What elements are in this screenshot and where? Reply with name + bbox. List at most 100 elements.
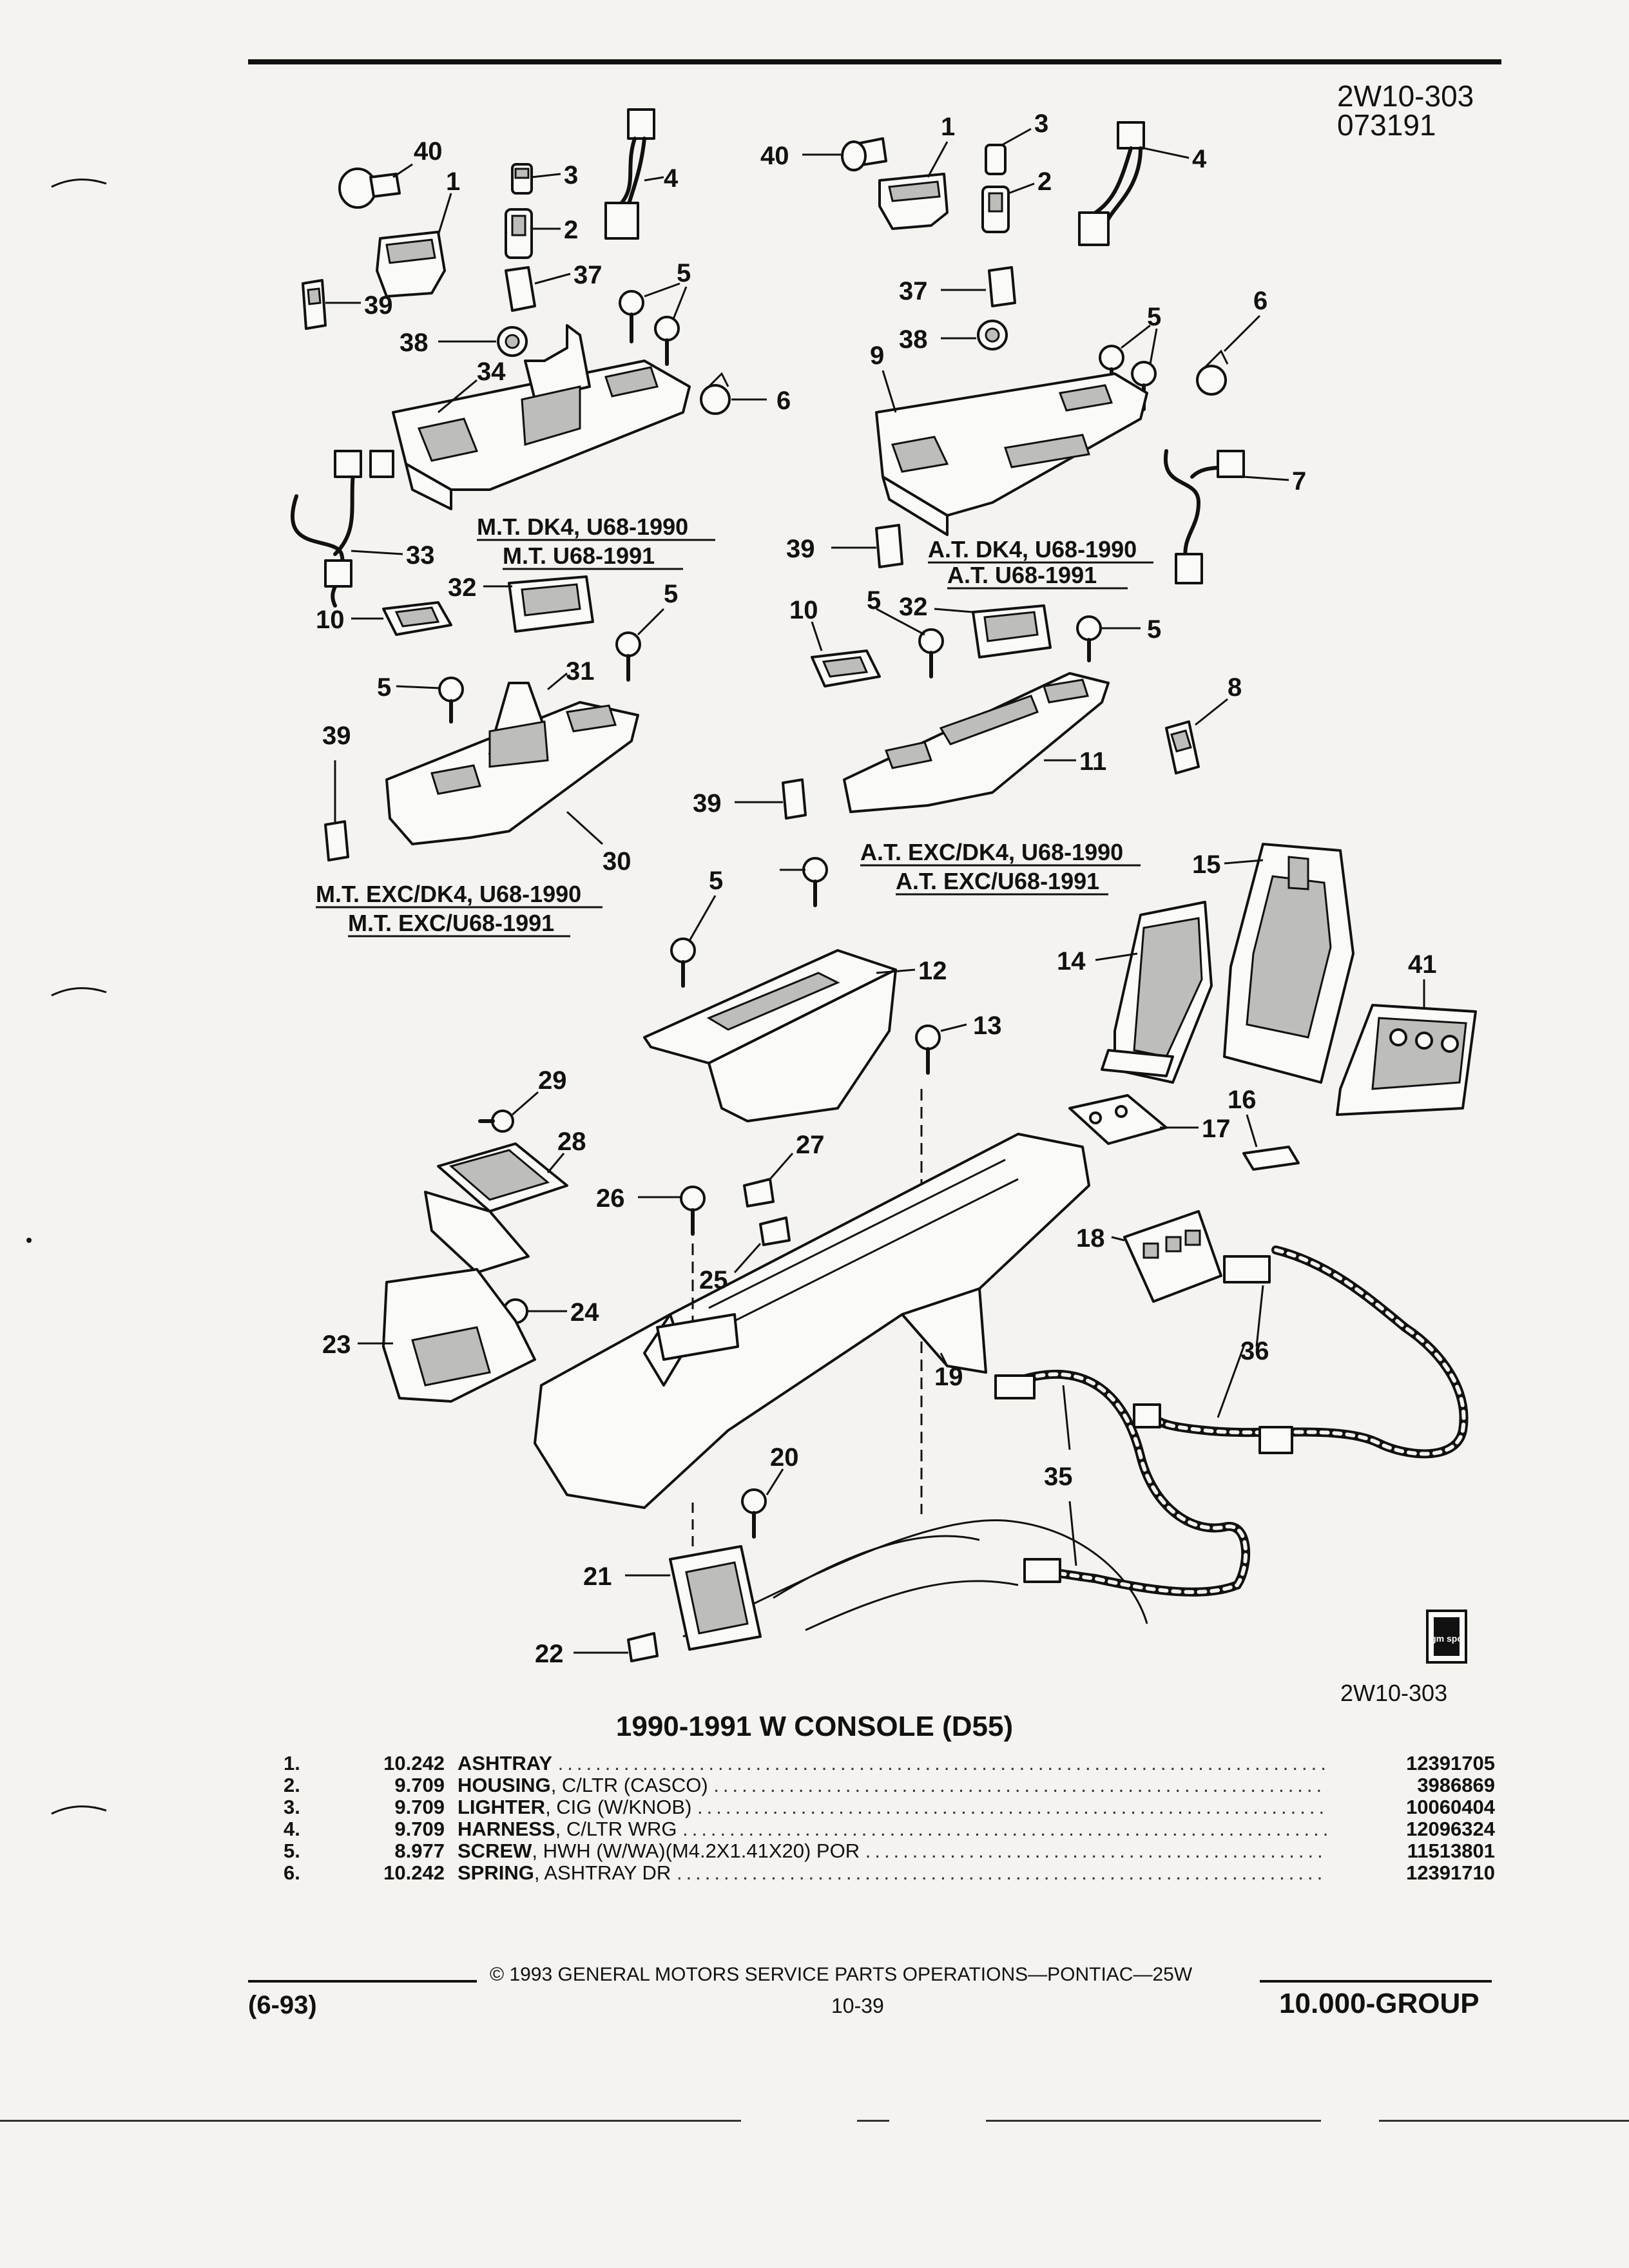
part-number-ref: 6. <box>284 1862 300 1884</box>
callout-37-left: 37 <box>574 261 602 289</box>
footer-rule-left <box>248 1980 477 1983</box>
part-12-tray <box>643 949 916 1122</box>
part-4-harness-left <box>604 108 664 240</box>
part-5-screws-lower <box>670 857 828 988</box>
part-name: LIGHTER <box>458 1796 546 1818</box>
part-description: LIGHTER, CIG (W/KNOB) ..................… <box>458 1796 1327 1818</box>
callout-16: 16 <box>1228 1086 1257 1114</box>
caption-at-exc-1990: A.T. EXC/DK4, U68-1990 <box>860 839 1123 865</box>
part-number-ref: 4. <box>284 1818 300 1840</box>
callout-1-right: 1 <box>941 113 955 141</box>
part-2-housing-right <box>981 182 1035 233</box>
callout-31: 31 <box>566 657 595 686</box>
callout-39-d: 39 <box>693 789 722 818</box>
part-detail: , CIG (W/KNOB) <box>545 1796 692 1818</box>
part-21-bracket <box>625 1501 762 1651</box>
parts-row: 1. 10.242 ASHTRAY ......................… <box>284 1753 1495 1774</box>
callout-39-b: 39 <box>786 535 815 563</box>
gm-spo-logo: gm spo <box>1426 1610 1467 1664</box>
callout-3-right: 3 <box>1034 110 1048 138</box>
part-23-bezel <box>358 1268 536 1403</box>
part-20-screw <box>741 1468 784 1539</box>
callout-38-right: 38 <box>899 325 928 354</box>
part-22-clip <box>574 1632 659 1662</box>
callout-24: 24 <box>570 1298 599 1327</box>
caption-mt-exc-1991: M.T. EXC/U68-1991 <box>348 910 554 936</box>
part-number-ref: 1. <box>284 1753 300 1774</box>
part-10-bezel-right <box>811 621 881 687</box>
callout-5-a: 5 <box>677 259 691 287</box>
part-detail: , ASHTRAY DR <box>534 1862 671 1884</box>
part-number-ref: 3. <box>284 1796 300 1818</box>
bottom-scan-line <box>857 2120 889 2122</box>
callout-2-left: 2 <box>564 216 578 244</box>
part-5-screws-right <box>1099 324 1158 411</box>
part-10-bezel-left <box>351 601 452 636</box>
exploded-parts-diagram: 40 1 3 2 4 39 37 <box>290 108 1477 1706</box>
callout-40-left: 40 <box>414 137 443 166</box>
part-group: 9.709 <box>394 1796 445 1818</box>
part-detail: , C/LTR (CASCO) <box>550 1774 708 1796</box>
part-9-console-at <box>875 370 1148 536</box>
part-2-housing-left <box>505 208 561 259</box>
footer-rule-right <box>1260 1980 1492 1983</box>
parts-row: 5. 8.977 SCREW, HWH (W/WA)(M4.2X1.41X20)… <box>284 1840 1495 1862</box>
part-group: 10.242 <box>383 1862 445 1884</box>
part-5-screw-e <box>876 608 944 678</box>
part-name: HARNESS <box>458 1818 555 1840</box>
callout-22: 22 <box>535 1640 564 1668</box>
part-no: 12096324 <box>1406 1818 1495 1840</box>
part-6-spring-right <box>1196 314 1261 396</box>
callout-7: 7 <box>1292 467 1306 495</box>
part-14-bin <box>1095 901 1213 1084</box>
callout-19: 19 <box>934 1363 963 1391</box>
callout-10-right: 10 <box>789 596 818 624</box>
part-5-screws-left <box>619 282 688 366</box>
part-5-screw-b <box>615 608 665 682</box>
margin-marks <box>26 178 107 1815</box>
part-17-hinge <box>1068 1094 1199 1145</box>
part-34-console-mt <box>392 324 691 510</box>
part-detail: , HWH (W/WA)(M4.2X1.41X20) POR <box>532 1840 860 1862</box>
leader-dots: ........................................… <box>682 1818 1327 1840</box>
callout-33: 33 <box>406 541 435 570</box>
callout-8: 8 <box>1228 673 1242 702</box>
part-27-clip <box>743 1153 794 1207</box>
caption-mt-exc-1990: M.T. EXC/DK4, U68-1990 <box>316 881 581 907</box>
part-29-screw <box>478 1091 539 1133</box>
floor-tunnel <box>682 1519 1148 1638</box>
part-group: 9.709 <box>394 1774 445 1796</box>
callout-6-right: 6 <box>1253 287 1268 315</box>
part-11-console-at-exc <box>843 672 1110 813</box>
callout-5-c: 5 <box>377 673 391 702</box>
callout-4-right: 4 <box>1192 145 1207 173</box>
callout-10-left: 10 <box>316 606 345 634</box>
part-name: SCREW <box>458 1840 532 1862</box>
part-no: 3986869 <box>1417 1774 1495 1796</box>
callout-5-e: 5 <box>867 586 881 615</box>
callout-4-left: 4 <box>664 164 679 193</box>
part-no: 12391710 <box>1406 1862 1495 1884</box>
leader-dots: ........................................… <box>557 1753 1327 1774</box>
callout-3-left: 3 <box>564 161 578 189</box>
part-39-clip-left <box>302 279 361 330</box>
part-1-ashtray-left <box>376 193 452 298</box>
part-18-switch-block <box>1111 1210 1222 1303</box>
part-33-harness <box>290 450 403 608</box>
callout-13: 13 <box>973 1012 1002 1040</box>
page-title: 1990-1991 W CONSOLE (D55) <box>615 1711 1014 1742</box>
callout-36: 36 <box>1240 1337 1269 1365</box>
part-28-ashtray-box <box>424 1142 568 1274</box>
part-32-bezel-right <box>934 604 1052 658</box>
part-36-harness <box>1133 1245 1469 1459</box>
part-description: SCREW, HWH (W/WA)(M4.2X1.41X20) POR ....… <box>458 1840 1327 1862</box>
callout-11: 11 <box>1079 747 1106 776</box>
part-38-bulb-right <box>941 320 1008 351</box>
parts-row: 6. 10.242 SPRING, ASHTRAY DR ...........… <box>284 1862 1495 1884</box>
part-description: HOUSING, C/LTR (CASCO) .................… <box>458 1774 1327 1796</box>
part-40-knob-right <box>802 137 887 171</box>
part-group: 8.977 <box>394 1840 445 1862</box>
caption-mt-dk4-1990: M.T. DK4, U68-1990 <box>477 514 688 540</box>
part-39-clip-lower-right <box>735 778 807 820</box>
callout-6-left: 6 <box>776 387 791 415</box>
